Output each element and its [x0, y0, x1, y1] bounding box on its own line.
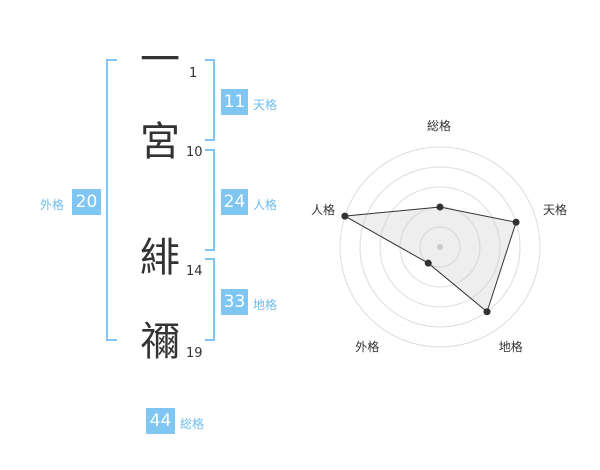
radar-point-2 — [512, 218, 520, 226]
soukaku-label: 総格 — [180, 417, 205, 431]
radar-axis-label-3: 地格 — [498, 339, 523, 354]
jinkaku-label: 人格 — [253, 198, 278, 212]
radar-ring — [379, 186, 501, 308]
radar-point-4 — [424, 259, 432, 267]
tenkaku-value: 11 — [221, 89, 248, 115]
chikaku-value: 33 — [221, 289, 248, 315]
soukaku-value: 44 — [146, 408, 175, 434]
name-char-4: 禰 — [140, 319, 180, 365]
radar-axis-label-1: 総格 — [427, 119, 452, 133]
gaikaku-label: 外格 — [40, 198, 65, 212]
stroke-count-1: 1 — [189, 66, 198, 81]
tenkaku-label: 天格 — [253, 98, 278, 112]
radar-axis-label-2: 天格 — [543, 203, 568, 218]
gaikaku-bracket — [106, 59, 117, 341]
radar-ring — [339, 146, 541, 348]
stroke-count-2: 10 — [186, 145, 203, 160]
stroke-count-3: 14 — [186, 264, 203, 279]
radar-center — [437, 244, 443, 250]
radar-point-1 — [436, 203, 444, 211]
radar-point-5 — [341, 212, 349, 220]
radar-axis-label-4: 外格 — [355, 339, 380, 354]
jinkaku-value: 24 — [221, 189, 248, 215]
radar-ring — [419, 226, 461, 268]
gaikaku-value: 20 — [72, 189, 101, 215]
stroke-count-4: 19 — [186, 346, 203, 361]
chikaku-bracket — [205, 258, 215, 341]
name-char-1: 一 — [140, 37, 180, 83]
chikaku-label: 地格 — [253, 298, 278, 312]
name-char-3: 緋 — [140, 235, 180, 281]
radar-axis-label-5: 人格 — [310, 203, 335, 218]
radar-point-3 — [483, 308, 491, 316]
radar-ring — [359, 166, 521, 328]
name-char-2: 宮 — [140, 119, 180, 165]
tenkaku-bracket — [205, 59, 215, 141]
radar-polygon — [343, 206, 517, 313]
jinkaku-bracket — [205, 149, 215, 251]
